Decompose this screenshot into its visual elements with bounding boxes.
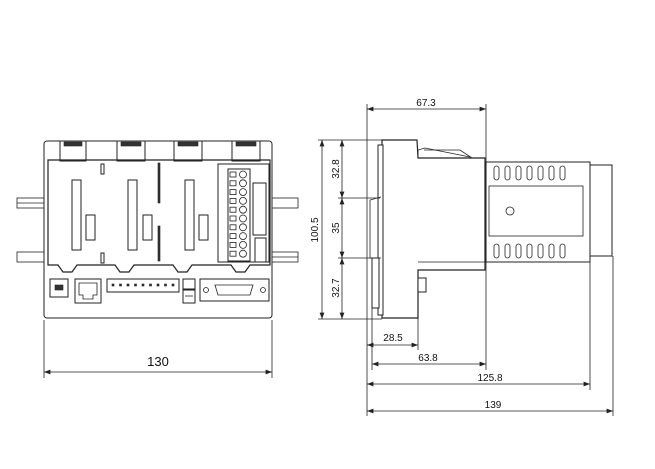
pin [111, 283, 115, 287]
module-bay [47, 159, 271, 273]
port-row [49, 278, 270, 304]
vent-slot [515, 243, 522, 259]
vent-slot [515, 165, 522, 181]
vent-slot [493, 243, 500, 259]
vent-slot [504, 165, 511, 181]
slot-connectors [71, 162, 209, 264]
front-view: 130 [16, 140, 299, 378]
terminal-screw [239, 240, 247, 249]
terminal-slot [229, 171, 237, 178]
side-body [381, 139, 486, 319]
terminal-slot [229, 215, 237, 222]
terminal-screw [239, 170, 247, 179]
vent-slot [526, 243, 533, 259]
terminal-screw [239, 232, 247, 241]
vent-slot [493, 165, 500, 181]
terminal-slot [229, 250, 237, 257]
terminal-slot [229, 197, 237, 204]
pin [164, 283, 167, 287]
vent-slot [537, 243, 544, 259]
terminal-block [217, 163, 270, 263]
terminal-screw [239, 249, 247, 258]
pin [119, 283, 122, 287]
side-dimensions: 67.3 100.5 32.8 35 32.7 28.5 63.8 125.8 [310, 98, 614, 416]
terminal-screw [239, 223, 247, 232]
terminal-slot [229, 206, 237, 213]
vent-slot [537, 165, 544, 181]
dim-130: 130 [147, 354, 169, 369]
vent-slot [559, 165, 566, 181]
dim-32-7: 32.7 [331, 278, 342, 298]
serial-port [199, 278, 270, 302]
terminal-screw [239, 179, 247, 188]
vent-slot [548, 165, 555, 181]
side-view: 67.3 100.5 32.8 35 32.7 28.5 63.8 125.8 [310, 98, 614, 416]
dim-63-8: 63.8 [418, 353, 438, 364]
pin [149, 283, 152, 287]
vent-slot [559, 243, 566, 259]
width-dimension: 130 [43, 320, 273, 378]
terminal-slot [229, 233, 237, 240]
terminal-screw [239, 205, 247, 214]
terminal-screw [239, 188, 247, 197]
switch [182, 278, 196, 290]
dim-125-8: 125.8 [477, 373, 502, 384]
dim-32-8: 32.8 [331, 159, 342, 179]
top-clips [59, 140, 261, 162]
vent-slot [548, 243, 555, 259]
vent-slot [504, 243, 511, 259]
dim-28-5: 28.5 [383, 333, 403, 344]
dim-35: 35 [331, 222, 342, 234]
terminal-screw [239, 196, 247, 205]
dim-67-3: 67.3 [416, 98, 436, 109]
dim-139: 139 [485, 400, 502, 411]
pin [134, 283, 137, 287]
terminal-screw [239, 214, 247, 223]
terminal-slot [229, 241, 237, 248]
pin [141, 283, 145, 287]
pin [156, 283, 160, 287]
terminal-slot [229, 189, 237, 196]
pin [171, 283, 175, 287]
pin [126, 283, 130, 287]
dim-100-5: 100.5 [310, 217, 321, 242]
terminal-slot [229, 224, 237, 231]
rear-plate [588, 164, 613, 257]
vent-slot [526, 165, 533, 181]
terminal-slot [229, 180, 237, 187]
